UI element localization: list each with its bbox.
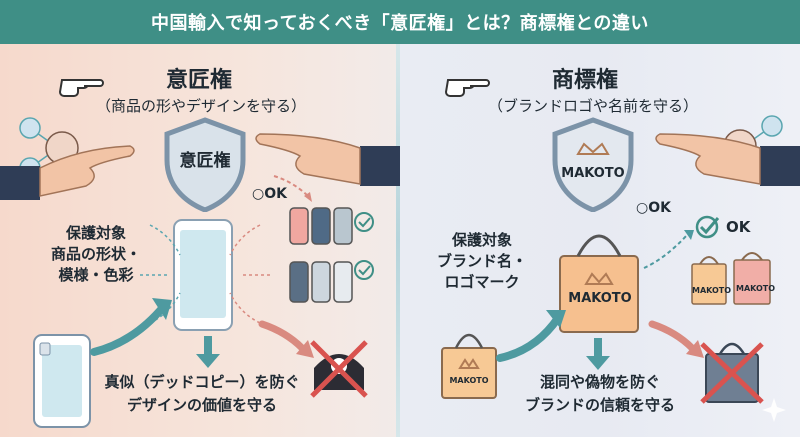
page-title-text: 中国輸入で知っておくべき「意匠権」とは？商標権との違い xyxy=(151,13,649,34)
trademark-subtitle: （ブランドロゴや名前を守る） xyxy=(488,97,699,115)
page-title: 中国輸入で知っておくべき「意匠権」とは？商標権との違い xyxy=(0,0,800,44)
design-target-item-2: 模様・色彩 xyxy=(58,266,134,284)
down-arrow-right-icon xyxy=(586,338,610,370)
phone-cases-icon xyxy=(289,207,374,303)
trademark-benefit-line-2: ブランドの信頼を守る xyxy=(524,396,675,414)
trademark-ok-label-2: OK xyxy=(726,218,751,236)
copy-sparkle-lines xyxy=(140,224,270,324)
design-right-subtitle: （商品の形やデザインを守る） xyxy=(96,97,307,115)
design-target-heading: 保護対象 xyxy=(65,224,126,242)
down-arrow-left-icon xyxy=(196,336,220,368)
trademark-target-heading: 保護対象 xyxy=(451,231,512,249)
brand-bag-icon xyxy=(559,234,639,333)
protecting-hand-left-icon xyxy=(0,145,135,200)
trademark-target-item-2: ロゴマーク xyxy=(444,273,520,291)
small-bag-label-2: MAKOTO xyxy=(736,284,776,293)
trademark-ok-label: ○OK xyxy=(636,200,671,216)
licensed-bags-icon xyxy=(691,252,771,305)
pirate-copy-icon xyxy=(310,340,368,398)
design-benefit-line-1: 真似（デッドコピー）を防ぐ xyxy=(104,373,300,391)
design-ok-label: ○OK xyxy=(252,186,287,202)
design-target-item-1: 商品の形状・ xyxy=(50,245,141,263)
ok-arrow-icon xyxy=(273,175,312,202)
check-icon xyxy=(695,215,720,239)
original-bag-label: MAKOTO xyxy=(449,376,489,385)
protecting-hand-right-icon xyxy=(255,133,400,186)
trademark-shield-label: MAKOTO xyxy=(561,166,625,181)
design-shield-icon xyxy=(164,117,246,212)
design-benefit-line-2: デザインの価値を守る xyxy=(126,396,277,414)
flow-arrow-right-icon xyxy=(496,310,566,362)
counterfeit-arrow-icon xyxy=(648,320,704,358)
small-bag-label-1: MAKOTO xyxy=(692,286,732,295)
design-shield-label: 意匠権 xyxy=(179,151,231,171)
original-bag-icon xyxy=(441,333,497,399)
trademark-target-item-1: ブランド名・ xyxy=(436,252,527,270)
ok-arrow-icon xyxy=(643,230,694,269)
pointing-hand-icon xyxy=(58,79,104,97)
trademark-shield-icon xyxy=(552,117,634,212)
flow-arrow-left-icon xyxy=(90,298,172,356)
counterfeit-arrow-icon xyxy=(258,320,314,358)
protecting-hand-right-icon xyxy=(655,133,800,186)
design-right-title: 意匠権 xyxy=(166,68,233,93)
smartphone-icon xyxy=(173,219,233,331)
sparkle-icon xyxy=(762,398,786,422)
counterfeit-bag-icon xyxy=(700,342,764,404)
brand-bag-label: MAKOTO xyxy=(568,291,632,306)
pointing-hand-icon xyxy=(444,79,490,97)
trademark-benefit-line-1: 混同や偽物を防ぐ xyxy=(539,373,660,391)
original-phone-icon xyxy=(33,334,91,428)
trademark-title: 商標権 xyxy=(552,68,619,93)
